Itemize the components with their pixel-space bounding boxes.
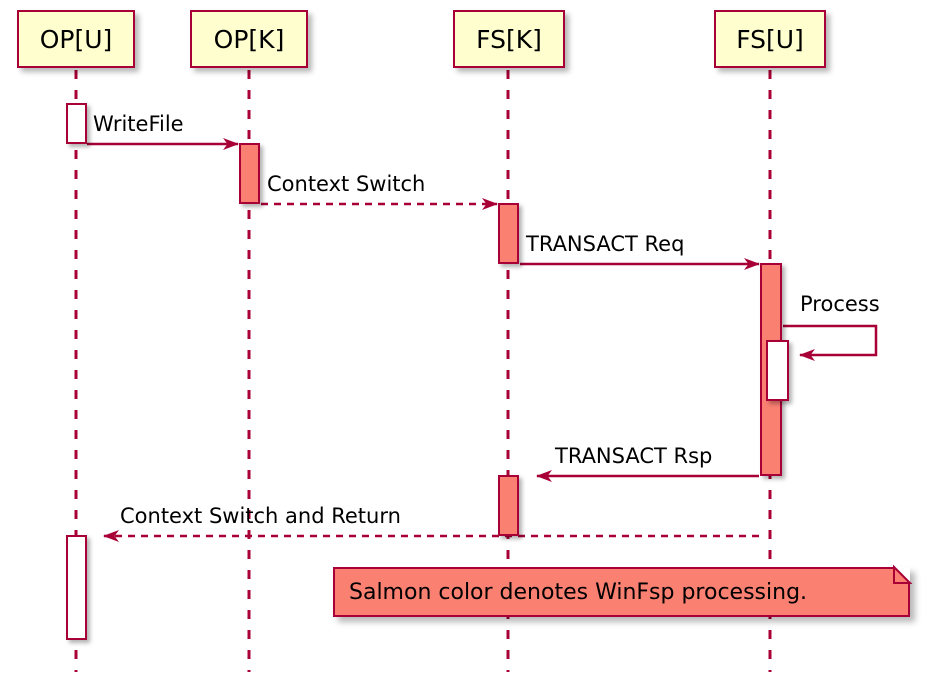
message-label-process: Process (800, 292, 880, 316)
activation-bar-opk-1 (239, 143, 260, 204)
participant-label: OP[U] (39, 24, 113, 54)
participant-label: FS[K] (476, 24, 542, 54)
participant-label: FS[U] (736, 24, 804, 54)
message-label-context-switch-and-return: Context Switch and Return (120, 504, 401, 528)
note-salmon-legend: Salmon color denotes WinFsp processing. (333, 567, 910, 617)
message-arrow-group (87, 138, 878, 542)
activation-bar-opu-2 (66, 535, 87, 640)
message-label-writefile: WriteFile (93, 112, 184, 136)
note-fold-edge-icon (893, 564, 913, 584)
message-arrow-process-self (783, 324, 878, 361)
participant-fsu[interactable]: FS[U] (714, 10, 826, 68)
note-text: Salmon color denotes WinFsp processing. (349, 579, 808, 605)
message-label-transact-req: TRANSACT Req (526, 232, 685, 256)
activation-bar-fsk-1 (498, 203, 519, 264)
participant-opk[interactable]: OP[K] (190, 10, 308, 68)
message-label-transact-rsp: TRANSACT Rsp (555, 444, 713, 468)
activation-bar-fsk-2 (498, 475, 519, 536)
participant-opu[interactable]: OP[U] (17, 10, 135, 68)
participant-label: OP[K] (213, 24, 285, 54)
message-label-context-switch: Context Switch (267, 172, 426, 196)
activation-bar-fsu-2-nested (766, 340, 789, 401)
participant-fsk[interactable]: FS[K] (453, 10, 565, 68)
activation-bar-opu-1 (66, 103, 87, 144)
